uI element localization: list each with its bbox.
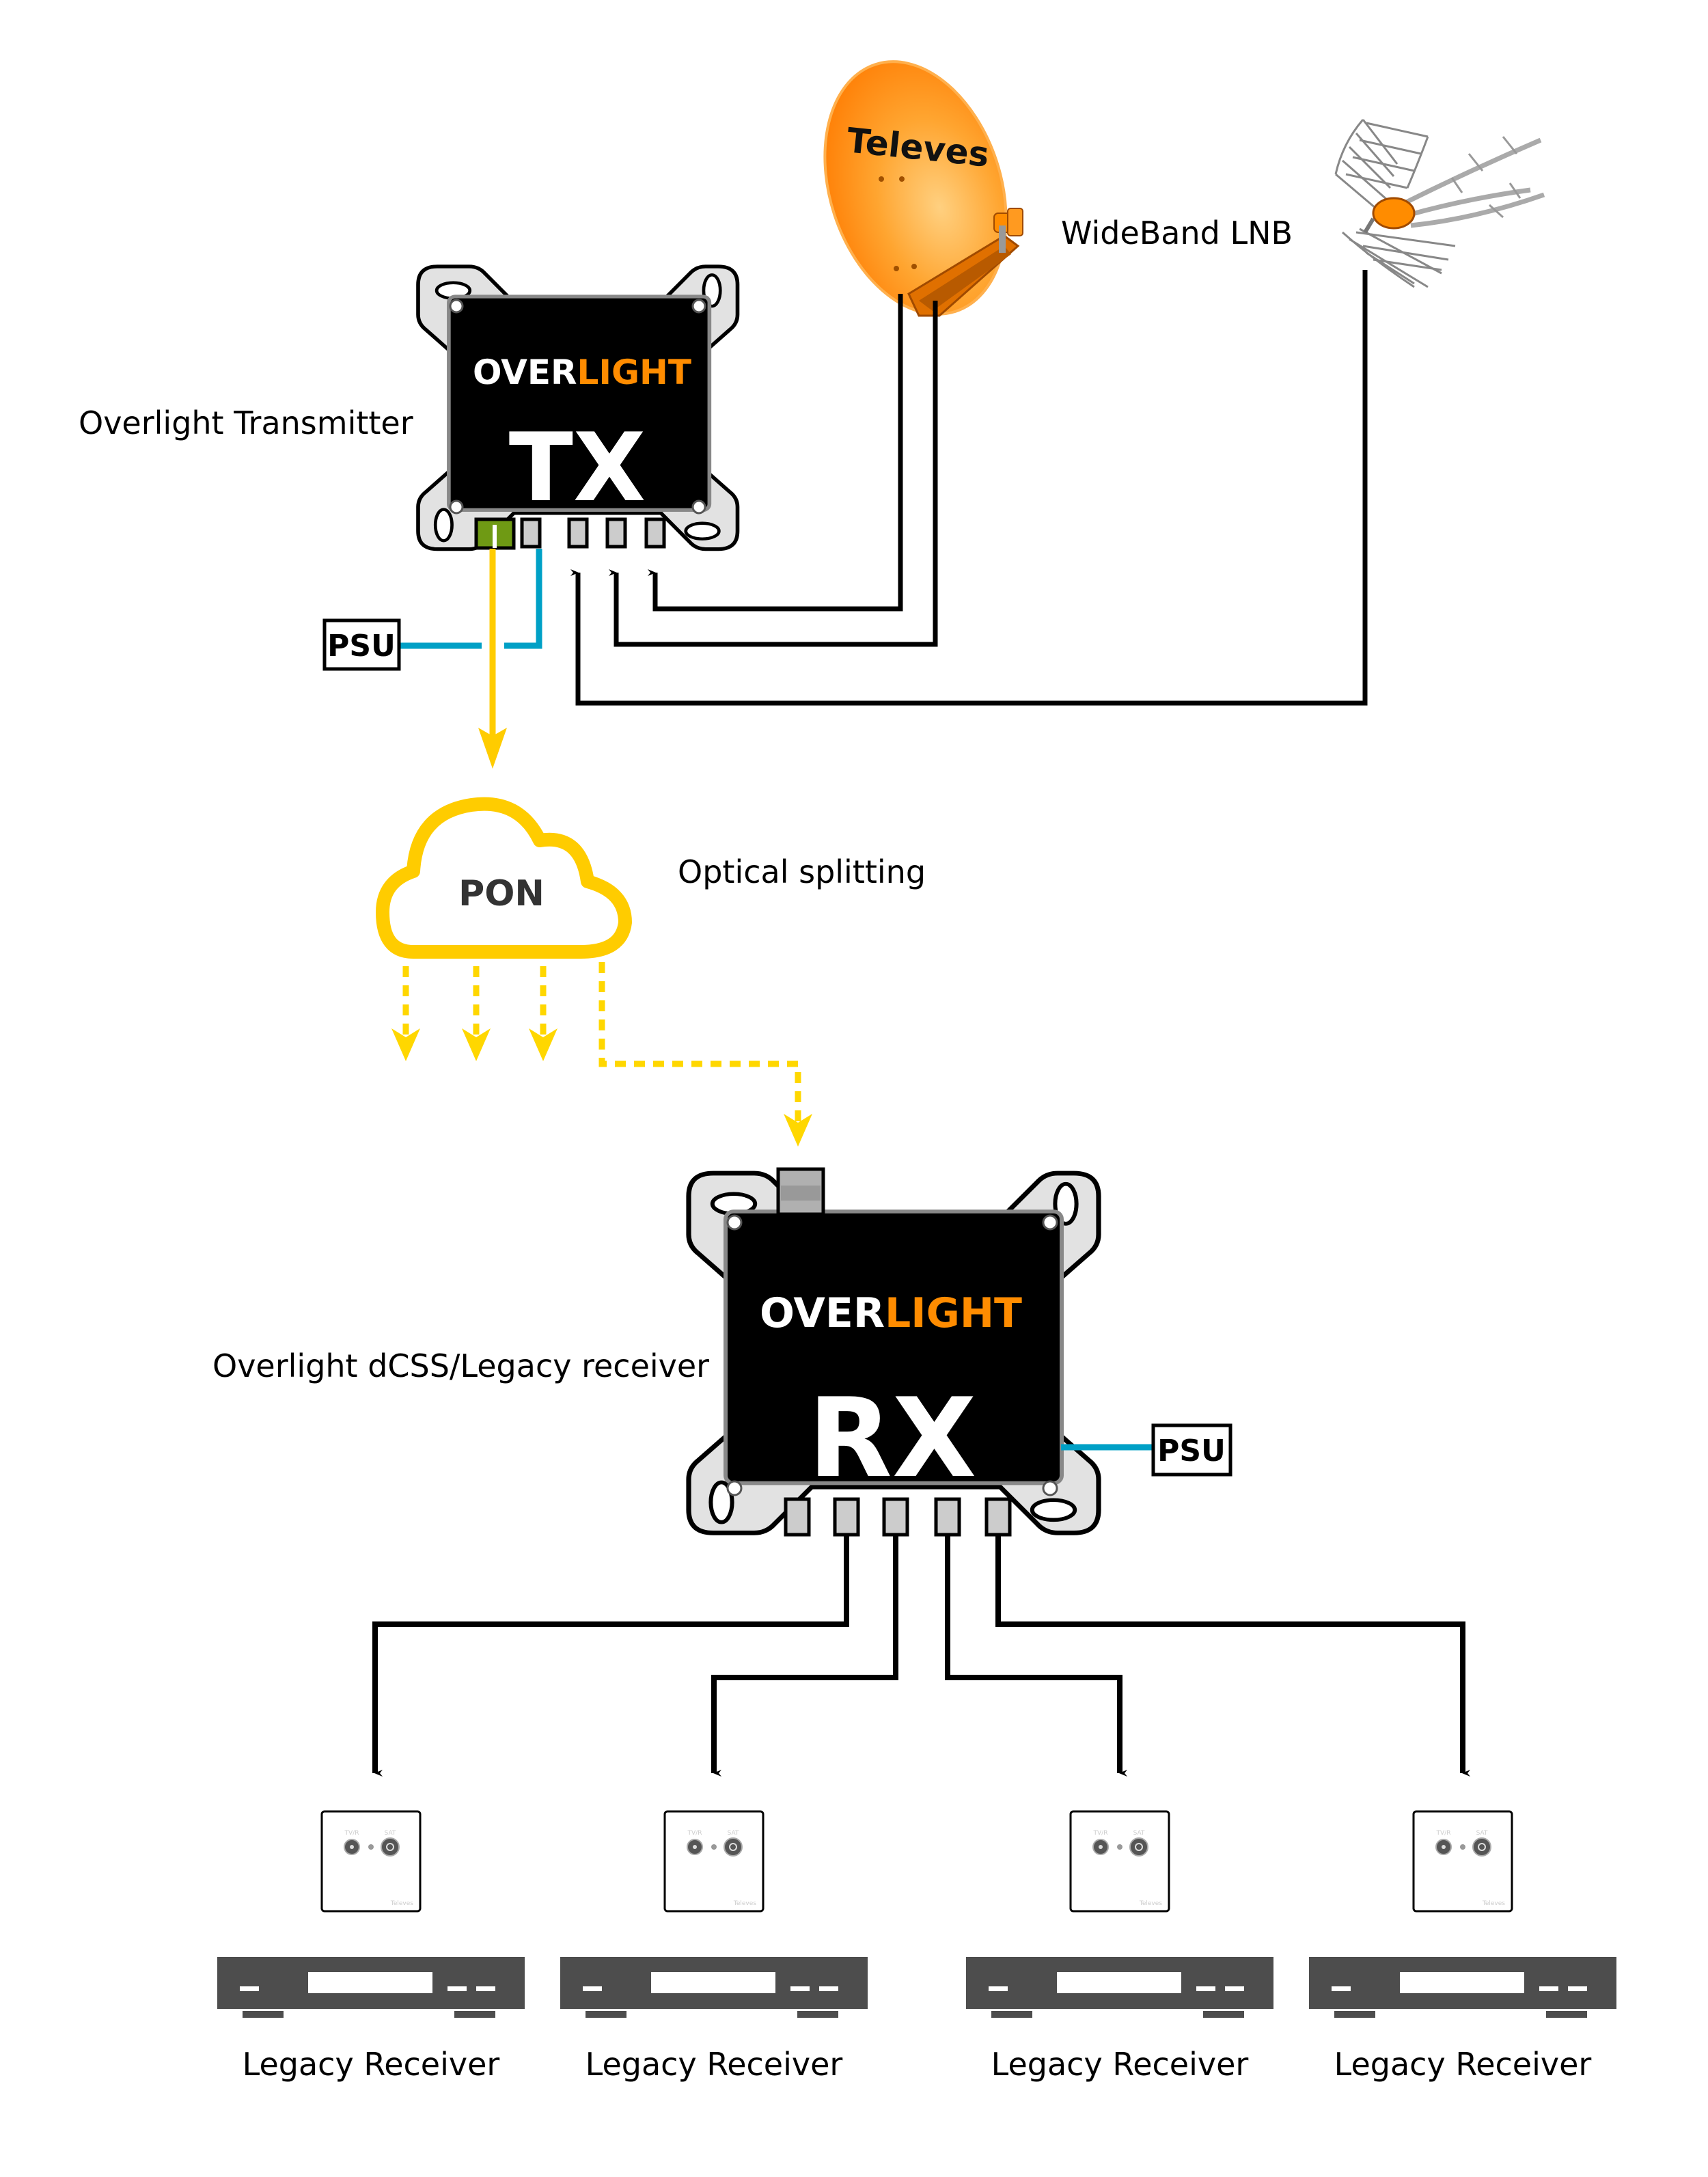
set-top-box-icon xyxy=(560,1957,868,2018)
tx-brand-logo: OVERLIGHT xyxy=(473,353,691,392)
coax-dish-2 xyxy=(609,301,938,647)
coax-out-1 xyxy=(372,1535,849,1777)
lnb-label: WideBand LNB xyxy=(1061,215,1293,251)
coax-out-4 xyxy=(995,1535,1470,1777)
rx-psu-box: PSU xyxy=(1151,1423,1232,1477)
rx-port-2 xyxy=(833,1497,860,1537)
tx-screws xyxy=(449,299,706,515)
rx-port-3 xyxy=(882,1497,909,1537)
tx-power-cable xyxy=(399,549,542,649)
outlet-port-left-label: TV/R xyxy=(1093,1830,1108,1837)
rx-port-4 xyxy=(934,1497,961,1537)
tx-model-label: TX xyxy=(509,413,646,523)
terrestrial-antenna-icon xyxy=(1334,119,1545,288)
legacy-receiver-label: Legacy Receiver xyxy=(991,2046,1249,2083)
outlet-brand-label: Televes xyxy=(1139,1900,1162,1907)
outlet-port-right-label: SAT xyxy=(1476,1830,1488,1837)
tx-ports xyxy=(474,517,666,550)
transmitter-label: Overlight Transmitter xyxy=(79,405,413,441)
outlet-port-left-label: TV/R xyxy=(687,1830,702,1837)
tx-rf-port-3 xyxy=(644,517,666,549)
coax-antenna xyxy=(570,270,1368,706)
outlet-brand-label: Televes xyxy=(1482,1900,1505,1907)
set-top-box-icon xyxy=(217,1957,525,2018)
tx-psu-box: PSU xyxy=(322,618,401,671)
legacy-receiver-label: Legacy Receiver xyxy=(1334,2046,1592,2083)
lnb-icon xyxy=(993,208,1023,253)
split-arrow-2 xyxy=(462,1028,491,1061)
outlet-port-left-label: TV/R xyxy=(344,1830,359,1837)
tx-device xyxy=(418,266,738,549)
tx-power-port xyxy=(520,517,542,549)
pon-label: PON xyxy=(458,873,545,914)
split-arrow-4 xyxy=(784,1114,812,1147)
legacy-receiver-label: Legacy Receiver xyxy=(586,2046,843,2083)
outlet-port-right-label: SAT xyxy=(385,1830,396,1837)
legacy-receiver-label: Legacy Receiver xyxy=(243,2046,500,2083)
optical-splitting-label: Optical splitting xyxy=(678,853,926,890)
coax-cables-out xyxy=(372,1535,1470,1777)
coax-out-3 xyxy=(945,1535,1127,1777)
outlet-port-left-label: TV/R xyxy=(1436,1830,1451,1837)
coax-cables-in xyxy=(570,270,1368,706)
fiber-tx-to-pon xyxy=(478,549,507,769)
tx-psu-label: PSU xyxy=(327,629,396,663)
set-top-box-icon xyxy=(1309,1957,1616,2018)
rx-psu-label: PSU xyxy=(1157,1434,1226,1468)
wall-outlet-icon: TV/R SAT Televes xyxy=(1412,1810,1513,1913)
outlet-brand-label: Televes xyxy=(733,1900,756,1907)
pon-cloud-icon: PON xyxy=(376,797,632,959)
set-top-box-icon xyxy=(966,1957,1273,2018)
outlet-brand-label: Televes xyxy=(390,1900,413,1907)
split-fibers xyxy=(391,962,812,1147)
wall-outlet-icon: TV/R SAT Televes xyxy=(663,1810,765,1913)
split-arrow-1 xyxy=(391,1028,420,1061)
rx-ports xyxy=(784,1497,1012,1537)
rx-fiber-connector xyxy=(776,1167,825,1216)
outlet-port-right-label: SAT xyxy=(1133,1830,1145,1837)
receiver-label: Overlight dCSS/Legacy receiver xyxy=(212,1347,709,1384)
wall-outlet-icon: TV/R SAT Televes xyxy=(320,1810,422,1913)
coax-dish-1 xyxy=(648,294,903,612)
split-arrow-3 xyxy=(529,1028,557,1061)
outlet-port-right-label: SAT xyxy=(728,1830,739,1837)
rx-model-label: RX xyxy=(808,1374,977,1502)
wall-outlet-icon: TV/R SAT Televes xyxy=(1069,1810,1170,1913)
rx-brand-logo: OVERLIGHT xyxy=(760,1289,1022,1337)
rx-screws xyxy=(726,1214,1058,1496)
tx-rf-port-1 xyxy=(567,517,589,549)
satellite-dish-icon: Televes xyxy=(823,60,1023,317)
rx-device xyxy=(689,1173,1099,1533)
rx-port-5 xyxy=(984,1497,1012,1537)
coax-out-2 xyxy=(711,1535,898,1777)
rx-port-1 xyxy=(784,1497,811,1537)
tx-rf-port-2 xyxy=(605,517,627,549)
